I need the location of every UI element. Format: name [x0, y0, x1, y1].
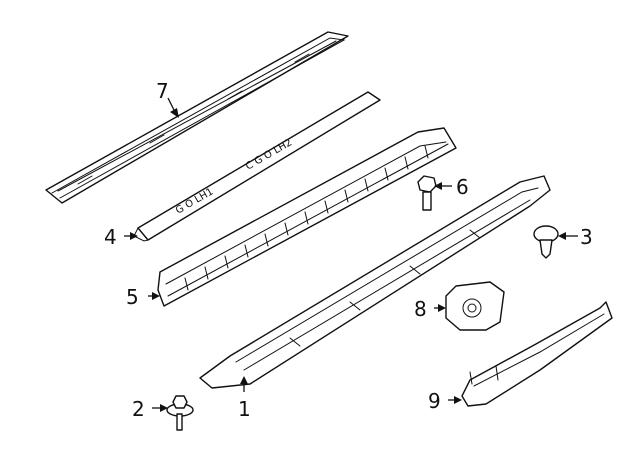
- part-6-bolt[interactable]: [417, 175, 437, 211]
- part-9-lower-bracket[interactable]: [461, 301, 613, 407]
- part-3-push-clip[interactable]: [533, 225, 559, 259]
- part-2-bolt-washer[interactable]: [166, 395, 194, 431]
- callout-8: 8: [414, 297, 427, 321]
- callout-2: 2: [132, 397, 145, 421]
- callout-leaders: [124, 97, 578, 412]
- callout-3: 3: [580, 225, 593, 249]
- callout-6: 6: [456, 175, 469, 199]
- callout-1: 1: [238, 397, 251, 421]
- part-5-bracket-rail[interactable]: [157, 127, 457, 307]
- callout-4: 4: [104, 225, 117, 249]
- callout-7: 7: [156, 79, 169, 103]
- part-7-scuff-plate[interactable]: [45, 31, 349, 204]
- callout-9: 9: [428, 389, 441, 413]
- part-8-retainer-clip[interactable]: [445, 281, 505, 331]
- callout-5: 5: [126, 285, 139, 309]
- part-1-running-board[interactable]: [199, 175, 551, 389]
